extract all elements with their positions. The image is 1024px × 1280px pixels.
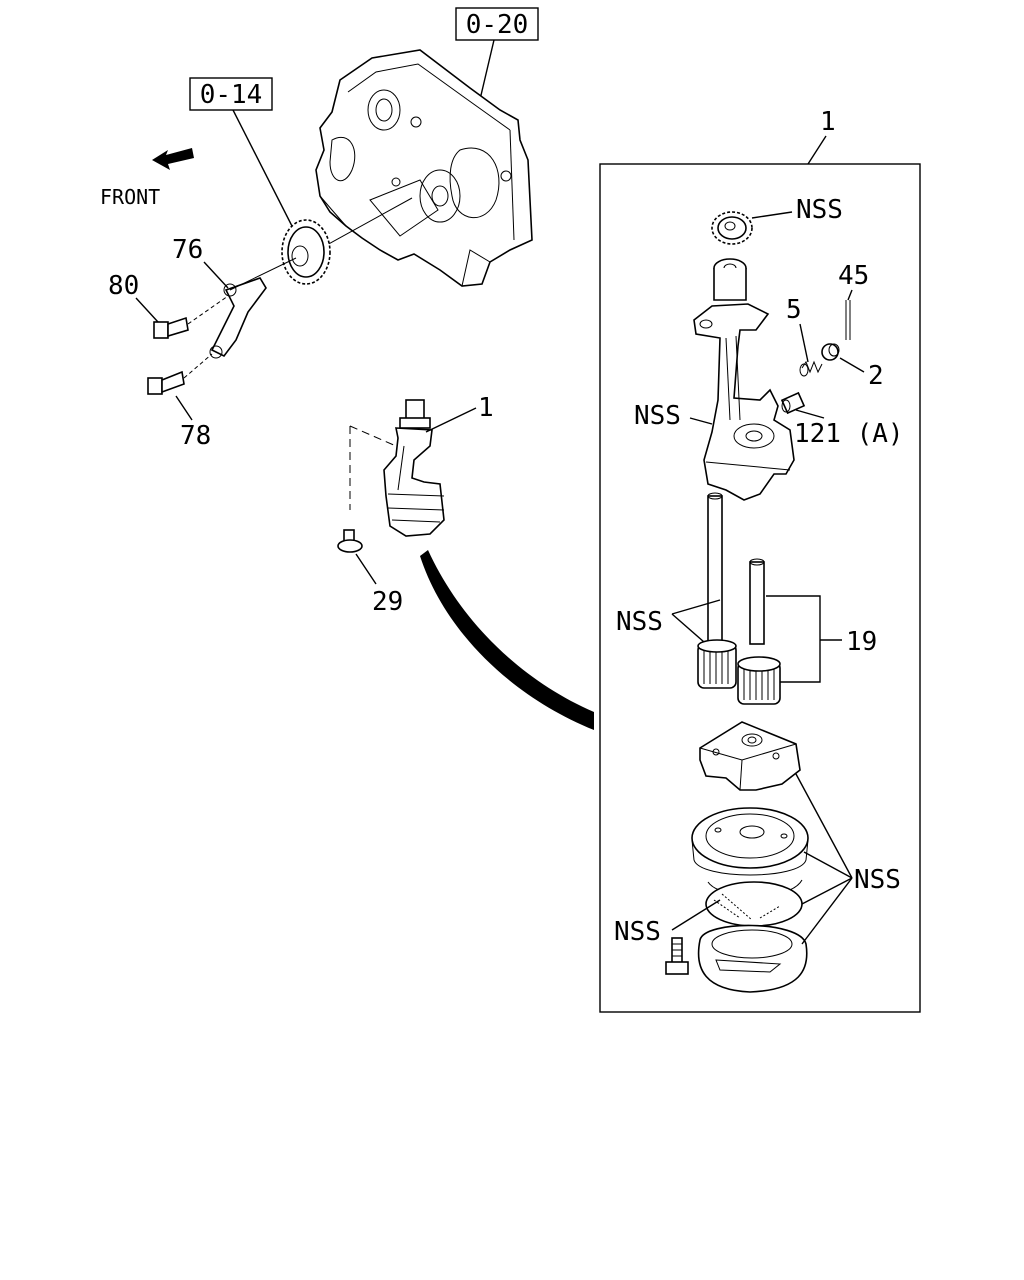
oil-pump-bracket: [209, 257, 297, 359]
driven-shaft: [749, 558, 765, 645]
idler-gear: [281, 219, 331, 285]
callout-80[interactable]: 80: [108, 271, 139, 301]
callout-29[interactable]: 29: [372, 587, 403, 617]
callout-5[interactable]: 5: [786, 295, 802, 325]
callout-nss-gear[interactable]: NSS: [616, 607, 663, 637]
bolt-78: [147, 353, 213, 395]
relief-valve-plug: [821, 343, 840, 361]
timing-case-housing: [315, 49, 533, 287]
callout-nss-body[interactable]: NSS: [634, 401, 681, 431]
callout-nss-bottom[interactable]: NSS: [854, 865, 901, 895]
relief-valve-plunger: [780, 391, 806, 415]
front-arrow-icon: [152, 148, 194, 170]
callout-78[interactable]: 78: [180, 421, 211, 451]
ref-left-label: 0-14: [200, 80, 263, 110]
ref-box-top[interactable]: 0-20: [455, 7, 539, 41]
callout-45[interactable]: 45: [838, 261, 869, 291]
callout-1-main[interactable]: 1: [478, 393, 494, 423]
ref-top-label: 0-20: [466, 10, 529, 40]
callout-2[interactable]: 2: [868, 361, 884, 391]
callout-76[interactable]: 76: [172, 235, 203, 265]
pump-cover: [699, 721, 801, 791]
callout-nss-top[interactable]: NSS: [796, 195, 843, 225]
relief-valve-spring: [799, 360, 823, 377]
callout-19[interactable]: 19: [846, 627, 877, 657]
oil-pump-assembly-small: [383, 399, 445, 537]
exploded-view-box: [599, 163, 921, 1013]
strainer-bolt: [665, 937, 689, 975]
bolt-29: [337, 529, 363, 553]
bolt-80: [153, 295, 229, 339]
oil-pump-body: [693, 258, 795, 501]
callout-nss-bolt[interactable]: NSS: [614, 917, 661, 947]
ref-box-left[interactable]: 0-14: [189, 77, 273, 111]
oil-strainer-housing: [691, 807, 809, 993]
front-label: FRONT: [100, 185, 160, 209]
callout-1-box[interactable]: 1: [820, 107, 836, 137]
pump-drive-gear: [711, 211, 753, 245]
detail-expansion-curve: [420, 550, 594, 730]
ref-left-leader: [232, 109, 295, 231]
drive-rotor-gear: [697, 639, 737, 689]
driven-rotor-gear: [737, 656, 781, 705]
callout-121[interactable]: 121 (A): [794, 419, 904, 449]
split-pin: [845, 300, 851, 340]
